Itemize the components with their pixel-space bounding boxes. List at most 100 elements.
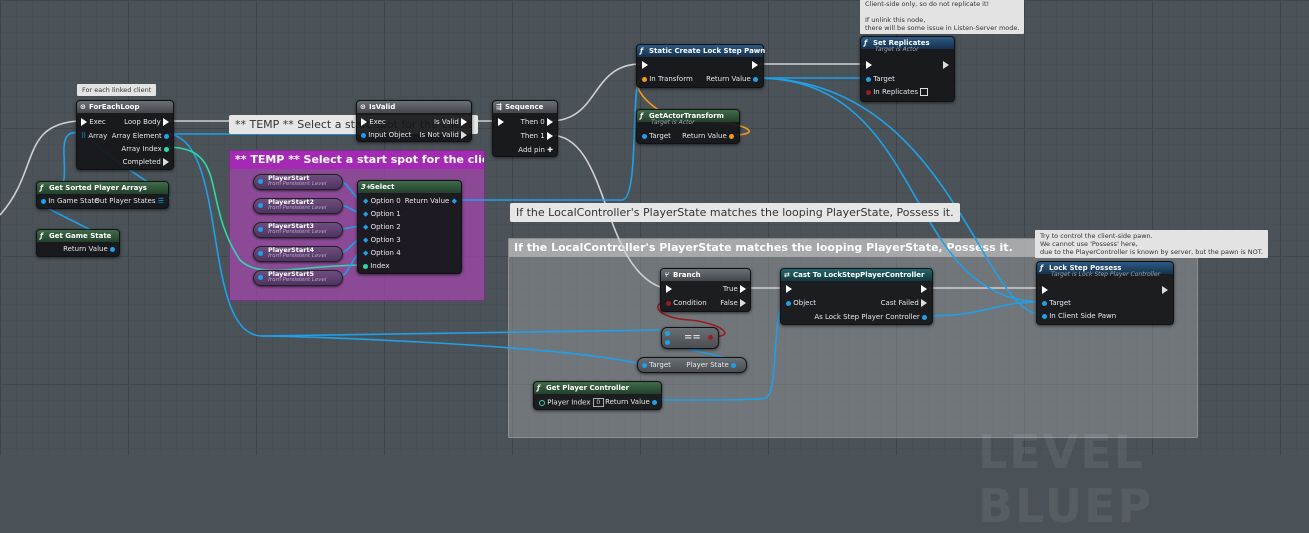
- exec-pin-icon: [921, 299, 927, 307]
- node-playerstart-4[interactable]: PlayerStart4 from Persistent Level: [253, 246, 343, 262]
- int-pin-icon: [164, 146, 169, 152]
- pin-target[interactable]: Target: [1042, 299, 1071, 307]
- pin-label: Condition: [673, 299, 707, 307]
- pin-is-valid[interactable]: Is Valid: [434, 118, 467, 126]
- pin-return-value[interactable]: Return Value: [63, 245, 115, 253]
- pin-exec-in[interactable]: [642, 61, 648, 69]
- object-pin-icon: [110, 246, 115, 252]
- pin-in-client-side-pawn[interactable]: In Client Side Pawn: [1042, 312, 1116, 320]
- pin-condition[interactable]: Condition: [666, 299, 707, 307]
- node-get-player-state[interactable]: Target Player State: [637, 357, 747, 373]
- pin-in-game-state[interactable]: In Game State: [41, 197, 99, 205]
- object-pin-icon: [258, 251, 263, 256]
- node-select[interactable]: 3+Select ◆ Option 0 ◆ Option 1 ◆ Option …: [357, 180, 462, 274]
- note-foreach: For each linked client: [77, 84, 157, 96]
- pin-option-1[interactable]: ◆ Option 1: [363, 210, 401, 218]
- node-foreachloop[interactable]: ⊙ForEachLoop Exec ⠿ Array Loop Body Arra…: [76, 100, 174, 170]
- pin-return-value[interactable]: Return Value ◆: [405, 197, 457, 205]
- pin-exec-in[interactable]: [498, 118, 504, 126]
- pin-in-replicates[interactable]: In Replicates: [866, 88, 929, 96]
- pin-false[interactable]: False: [720, 299, 746, 307]
- pin-option-3[interactable]: ◆ Option 3: [363, 236, 401, 244]
- pin-input-object[interactable]: Input Object: [361, 131, 411, 139]
- wildcard-pin-icon: ◆: [363, 210, 369, 218]
- object-pin-icon: [1042, 300, 1047, 306]
- pin-option-2[interactable]: ◆ Option 2: [363, 223, 401, 231]
- pin-exec-in[interactable]: [666, 285, 672, 293]
- pin-option-4[interactable]: ◆ Option 4: [363, 249, 401, 257]
- node-branch[interactable]: ⑂Branch Condition True False: [660, 268, 751, 312]
- node-playerstart-3[interactable]: PlayerStart3 from Persistent Level: [253, 222, 343, 238]
- pin-cast-failed[interactable]: Cast Failed: [881, 299, 927, 307]
- node-playerstart-2[interactable]: PlayerStart2 from Persistent Level: [253, 198, 343, 214]
- player-index-input[interactable]: 0: [592, 398, 604, 407]
- pin-exec-in[interactable]: Exec: [361, 118, 386, 126]
- pin-label: Return Value: [682, 132, 727, 140]
- pin-target[interactable]: Target: [642, 361, 671, 369]
- exec-pin-icon: [547, 118, 553, 126]
- exec-pin-icon: [547, 132, 553, 140]
- exec-pin-icon: [163, 118, 169, 126]
- pin-completed[interactable]: Completed: [123, 158, 169, 166]
- node-title: Get Sorted Player Arrays: [49, 184, 147, 192]
- node-subtitle: from Persistent Level: [268, 181, 327, 187]
- pin-then-0[interactable]: Then 0: [521, 118, 553, 126]
- pin-player-index[interactable]: Player Index 0: [539, 398, 604, 407]
- pin-index[interactable]: Index: [363, 262, 390, 270]
- pin-target[interactable]: Target: [866, 75, 895, 83]
- replicates-checkbox[interactable]: [920, 88, 929, 96]
- pin-exec-out[interactable]: [943, 61, 949, 69]
- pin-exec-out[interactable]: [1162, 286, 1168, 294]
- pin-array-element[interactable]: Array Element: [112, 132, 169, 140]
- node-cast-to-lockstep-player-controller[interactable]: ⇄Cast To LockStepPlayerController Object…: [780, 268, 933, 325]
- pin-label: Cast Failed: [880, 299, 919, 307]
- node-title: Get Player Controller: [546, 384, 630, 392]
- node-equals[interactable]: ==: [661, 327, 719, 349]
- exec-pin-icon: [740, 285, 746, 293]
- pin-exec-in[interactable]: [1042, 286, 1048, 294]
- pin-true[interactable]: True: [723, 285, 746, 293]
- node-playerstart-5[interactable]: PlayerStart5 from Persistent Level: [253, 270, 343, 286]
- pin-exec-out[interactable]: [921, 285, 927, 293]
- pin-option-0[interactable]: ◆ Option 0: [363, 197, 401, 205]
- pin-in-transform[interactable]: In Transform: [642, 75, 693, 83]
- pin-exec-in[interactable]: Exec: [81, 118, 106, 126]
- pin-array[interactable]: ⠿ Array: [81, 132, 107, 140]
- pin-exec-in[interactable]: [786, 285, 792, 293]
- pin-out-player-states[interactable]: Out Player States ☰: [94, 197, 164, 205]
- pin-target[interactable]: Target: [642, 132, 671, 140]
- pin-label: Exec: [89, 118, 106, 126]
- node-sequence[interactable]: ⇶Sequence Then 0 Then 1 Add pin ✚: [492, 100, 558, 157]
- add-pin-button[interactable]: Add pin ✚: [518, 146, 553, 154]
- pin-return-value[interactable]: Return Value: [682, 132, 734, 140]
- pin-label: Exec: [369, 118, 386, 126]
- node-isvalid[interactable]: ⊙IsValid Exec Input Object Is Valid Is N…: [356, 100, 472, 142]
- pin-array-index[interactable]: Array Index: [121, 145, 169, 153]
- pin-is-not-valid[interactable]: Is Not Valid: [419, 131, 467, 139]
- pin-return-value[interactable]: Return Value: [706, 75, 758, 83]
- pin-then-1[interactable]: Then 1: [521, 132, 553, 140]
- node-subtitle: from Persistent Level: [268, 205, 327, 211]
- pin-object[interactable]: Object: [786, 299, 816, 307]
- node-playerstart-1[interactable]: PlayerStart from Persistent Level: [253, 174, 343, 190]
- pin-return-value[interactable]: Return Value: [605, 398, 657, 406]
- pin-loop-body[interactable]: Loop Body: [124, 118, 169, 126]
- exec-pin-icon: [163, 158, 169, 166]
- object-pin-icon: [1042, 313, 1047, 319]
- pin-player-state[interactable]: Player State: [686, 361, 736, 369]
- pin-exec-in[interactable]: [866, 61, 872, 69]
- pin-as-lockstep-pc[interactable]: As Lock Step Player Controller: [814, 313, 927, 321]
- pin-label: Return Value: [706, 75, 751, 83]
- pin-label: Array: [88, 132, 108, 140]
- pin-exec-out[interactable]: [752, 61, 758, 69]
- pin-label: Is Valid: [433, 118, 459, 126]
- object-pin-icon: [642, 362, 647, 368]
- object-pin-icon: [866, 76, 871, 82]
